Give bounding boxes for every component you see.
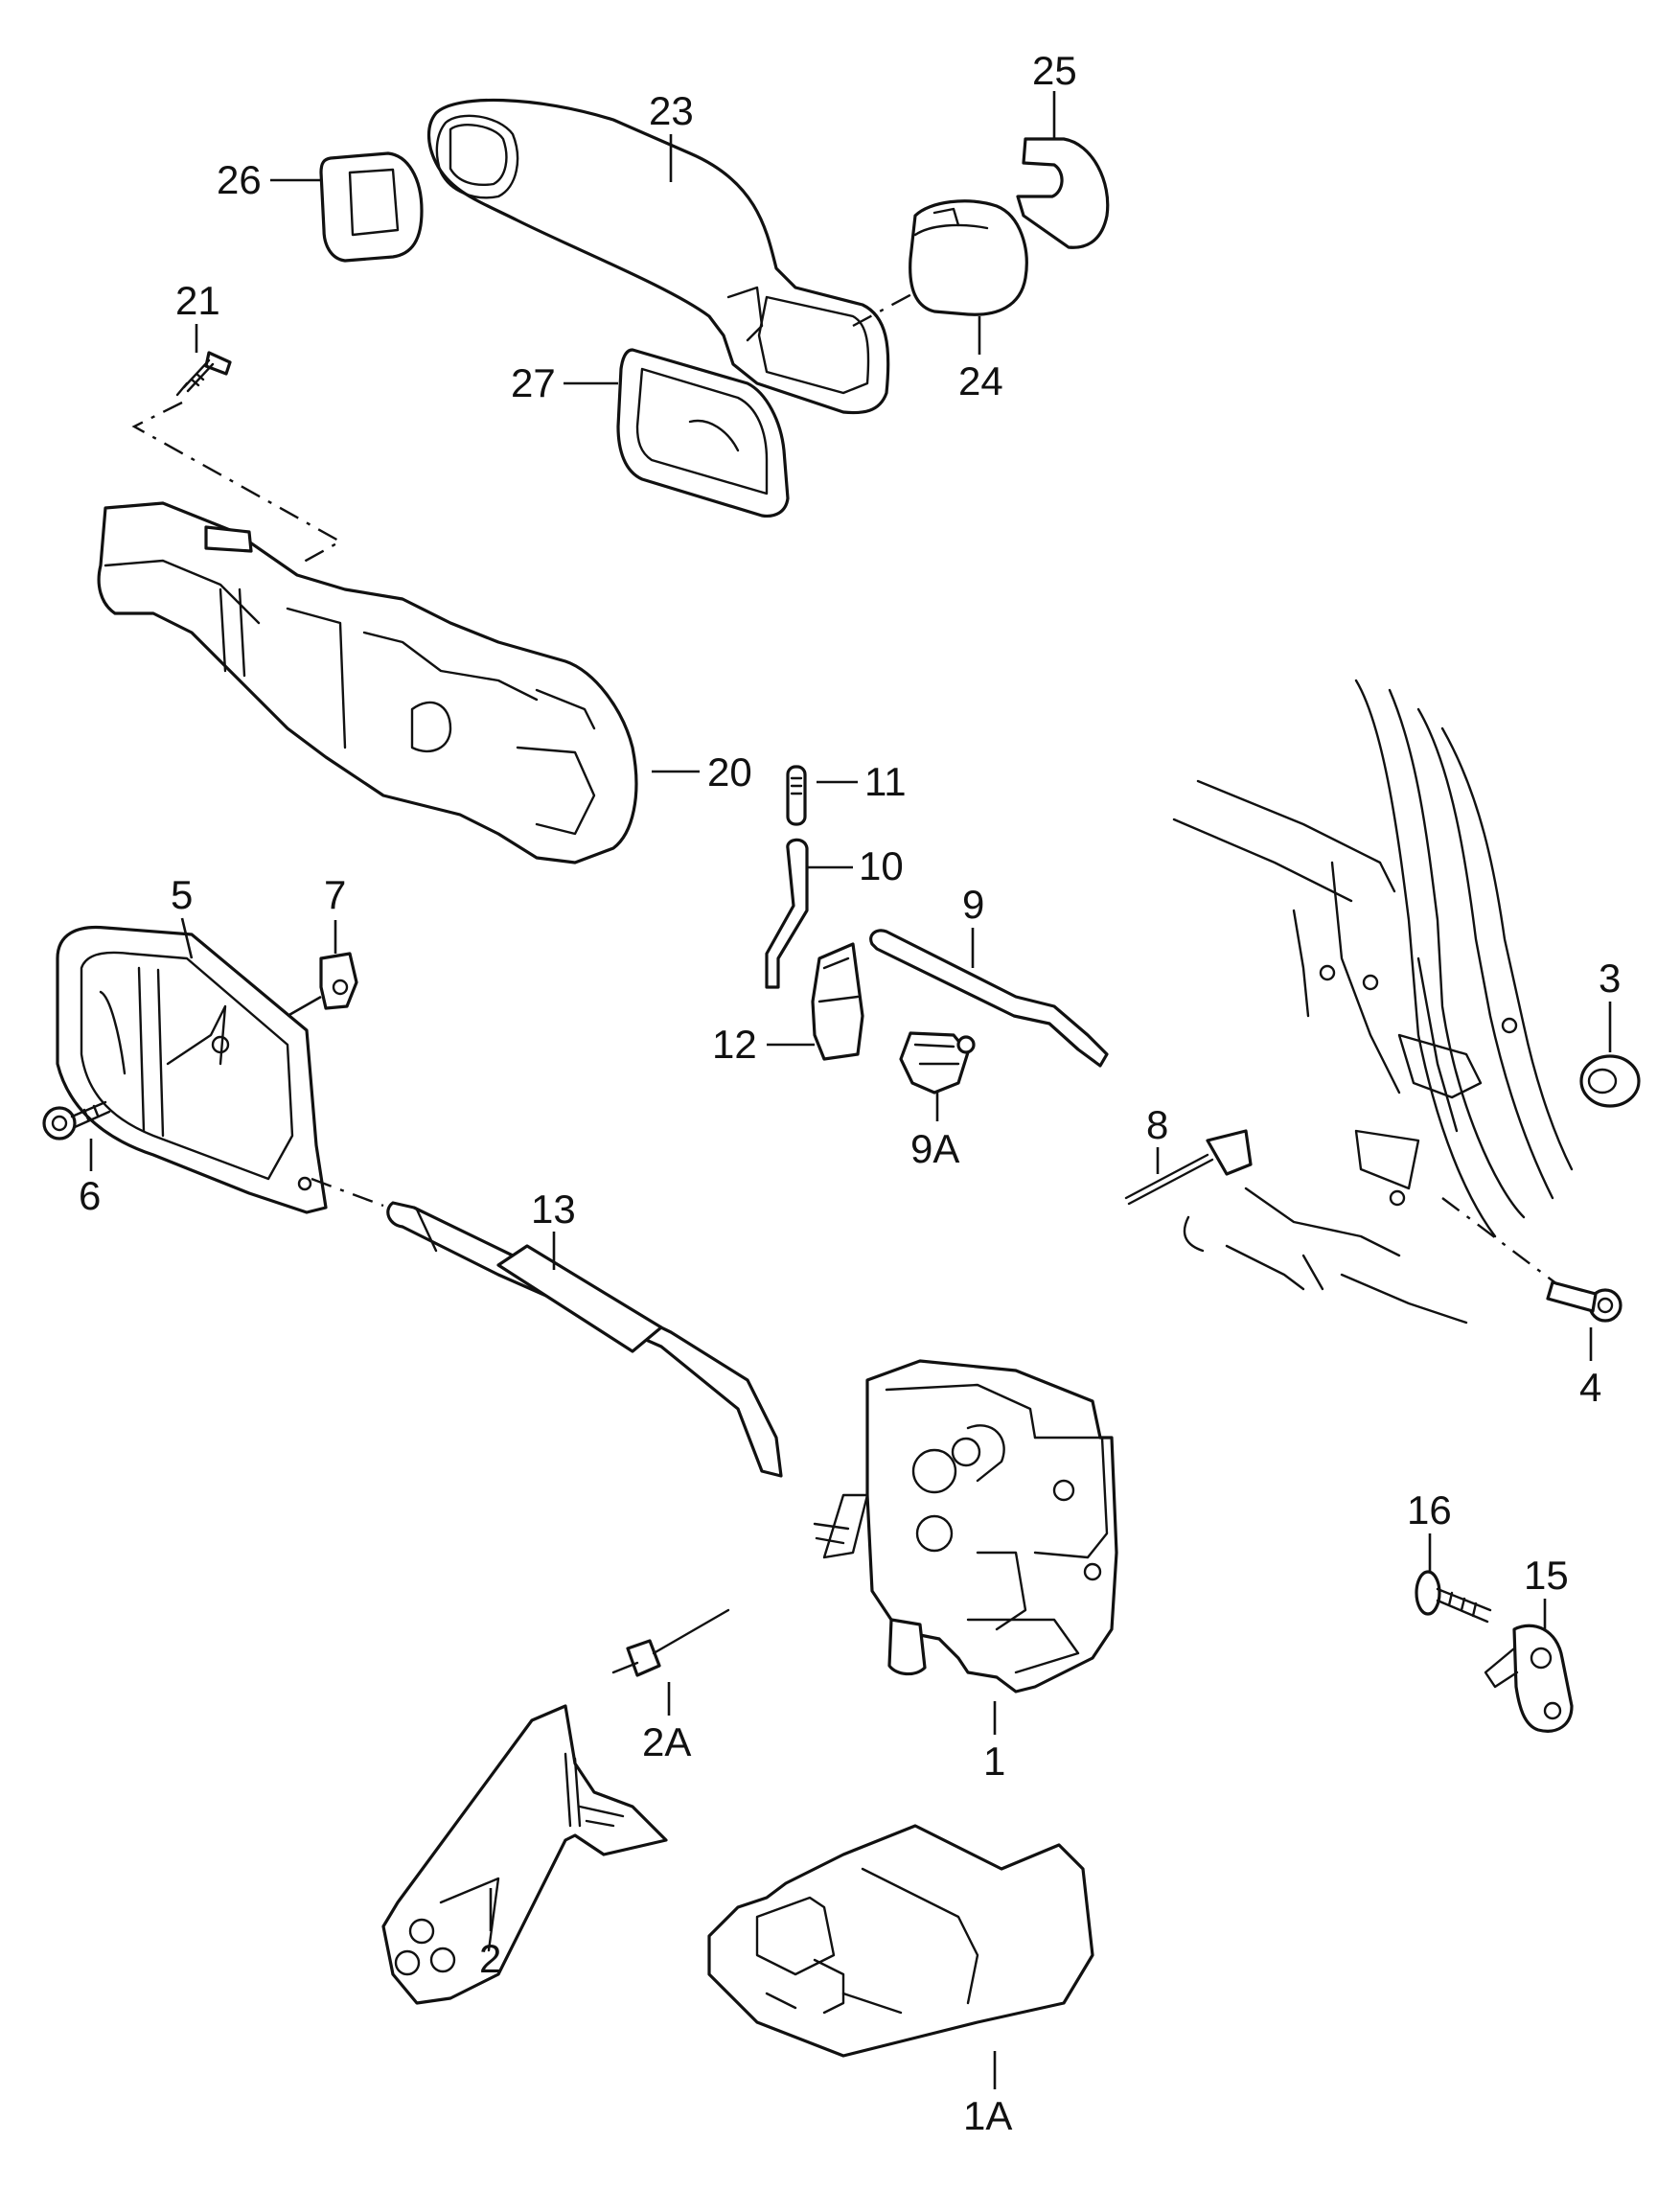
part-20-handle-carrier <box>97 501 638 864</box>
part-1A-lock-cover <box>707 1824 1094 2058</box>
callout-5: 5 <box>171 872 193 917</box>
part-23-outer-handle <box>426 98 890 415</box>
callout-16: 16 <box>1407 1487 1452 1532</box>
callout-4: 4 <box>1579 1365 1601 1410</box>
callout-8: 8 <box>1146 1102 1168 1147</box>
callout-20: 20 <box>707 749 752 795</box>
door-frame <box>1172 679 1574 1325</box>
part-21-screw <box>175 351 232 397</box>
part-1-door-lock <box>813 1359 1118 1694</box>
callout-11: 11 <box>864 759 907 804</box>
callout-12: 12 <box>712 1022 757 1067</box>
callout-1: 1 <box>983 1739 1005 1784</box>
callout-6: 6 <box>79 1173 101 1218</box>
part-3-grommet <box>1579 1054 1641 1108</box>
part-4-striker-bolt <box>1546 1280 1622 1323</box>
part-25-end-gasket <box>1016 137 1110 249</box>
callout-13: 13 <box>531 1187 576 1232</box>
callout-7: 7 <box>324 872 346 917</box>
callout-24: 24 <box>958 358 1003 403</box>
part-2-bracket <box>381 1704 668 2005</box>
part-12-bracket <box>811 942 864 1061</box>
callout-25: 25 <box>1032 48 1077 93</box>
callout-2: 2 <box>479 1936 501 1981</box>
part-11-pin <box>786 765 807 826</box>
callout-labels: 23 25 26 21 24 27 20 11 10 9 5 7 3 12 9A… <box>79 48 1621 2138</box>
callout-26: 26 <box>217 157 262 202</box>
callout-15: 15 <box>1524 1553 1569 1598</box>
callout-27: 27 <box>511 360 556 405</box>
callout-9A: 9A <box>910 1126 959 1171</box>
part-26-gasket <box>319 151 424 263</box>
part-27-gasket <box>616 348 790 518</box>
part-24-cylinder-cover <box>909 199 1028 316</box>
part-9A-clip <box>899 1031 976 1094</box>
callout-21: 21 <box>175 278 220 323</box>
part-7-clip-nut <box>319 952 358 1010</box>
part-9-rod <box>869 929 1109 1068</box>
part-5-inner-handle <box>56 925 328 1214</box>
callout-23: 23 <box>649 88 694 133</box>
part-15-striker-plate <box>1484 1624 1574 1733</box>
callout-10: 10 <box>859 843 904 888</box>
callout-9: 9 <box>962 882 984 927</box>
part-10-rod <box>765 838 809 989</box>
part-16-bolt <box>1415 1570 1492 1624</box>
callout-3: 3 <box>1599 956 1621 1001</box>
part-13-cable <box>386 1201 783 1478</box>
assembly-lines <box>131 290 1558 1285</box>
callout-1A: 1A <box>963 2093 1012 2138</box>
part-6-screw <box>42 1100 111 1141</box>
part-8-cable <box>1124 1129 1253 1206</box>
leader-lines <box>89 91 1612 2089</box>
part-2A-rivet <box>611 1608 730 1677</box>
callout-2A: 2A <box>642 1719 691 1764</box>
